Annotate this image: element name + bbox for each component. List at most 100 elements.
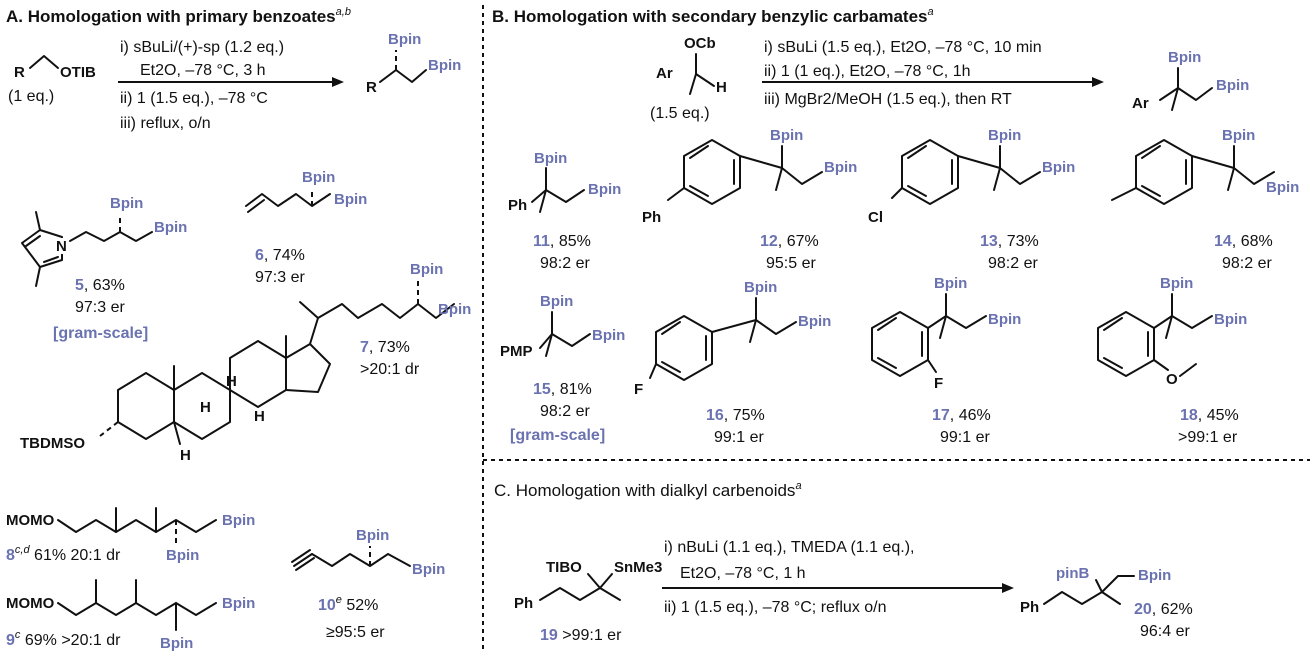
panel-c-starting-material: Ph TIBO SnMe3 19 >99:1 er — [514, 559, 662, 644]
compound-8: MOMO Bpin Bpin 8c,d 61% 20:1 dr — [6, 507, 255, 564]
svg-text:R: R — [14, 64, 25, 81]
svg-text:ii) 1 (1.5 eq.), –78 °C; reflu: ii) 1 (1.5 eq.), –78 °C; reflux o/n — [664, 599, 887, 616]
compound-5: N Bpin Bpin 5, 63% 97:3 er [gram-scale] — [21, 195, 187, 342]
svg-text:PMP: PMP — [500, 343, 533, 360]
svg-text:H: H — [254, 408, 265, 425]
svg-text:Et2O, –78 °C, 3 h: Et2O, –78 °C, 3 h — [140, 62, 266, 79]
svg-text:10e 52%: 10e 52% — [318, 594, 378, 614]
svg-text:Bpin: Bpin — [1266, 179, 1299, 196]
svg-text:98:2 er: 98:2 er — [1222, 255, 1272, 272]
compound-12: Ph Bpin Bpin 12, 67% 95:5 er — [642, 127, 857, 272]
oxygen-atom: O — [1166, 371, 1178, 388]
svg-text:i) sBuLi/(+)-sp (1.2 eq.): i) sBuLi/(+)-sp (1.2 eq.) — [120, 39, 284, 56]
svg-text:Bpin: Bpin — [1138, 567, 1171, 584]
svg-text:H: H — [226, 373, 237, 390]
panel-a-product: R Bpin Bpin — [366, 31, 461, 96]
panel-a-conditions: i) sBuLi/(+)-sp (1.2 eq.) Et2O, –78 °C, … — [118, 39, 344, 132]
svg-text:Bpin: Bpin — [110, 195, 143, 212]
svg-text:Bpin: Bpin — [592, 327, 625, 344]
svg-text:pinB: pinB — [1056, 565, 1089, 582]
svg-text:97:3 er: 97:3 er — [75, 299, 125, 316]
compound-6: Bpin Bpin 6, 74% 97:3 er — [245, 169, 367, 286]
svg-text:Bpin: Bpin — [302, 169, 335, 186]
svg-text:Bpin: Bpin — [534, 150, 567, 167]
svg-text:Bpin: Bpin — [1216, 77, 1249, 94]
svg-text:Bpin: Bpin — [412, 561, 445, 578]
svg-text:N: N — [56, 238, 67, 255]
svg-text:7, 73%: 7, 73% — [360, 339, 410, 356]
svg-text:H: H — [200, 399, 211, 416]
svg-text:F: F — [934, 375, 943, 392]
svg-text:SnMe3: SnMe3 — [614, 559, 662, 576]
svg-text:Bpin: Bpin — [798, 313, 831, 330]
svg-text:OTIB: OTIB — [60, 64, 96, 81]
compound-10: Bpin Bpin 10e 52% ≥95:5 er — [291, 527, 445, 641]
panel-c-header: C. Homologation with dialkyl carbenoidsa — [494, 480, 802, 500]
svg-text:MOMO: MOMO — [6, 595, 55, 612]
panel-c: C. Homologation with dialkyl carbenoidsa… — [494, 480, 1193, 644]
svg-text:Bpin: Bpin — [154, 219, 187, 236]
svg-text:(1.5 eq.): (1.5 eq.) — [650, 105, 710, 122]
svg-text:9c 69% >20:1 dr: 9c 69% >20:1 dr — [6, 629, 121, 649]
svg-text:i) sBuLi (1.5 eq.), Et2O, –78: i) sBuLi (1.5 eq.), Et2O, –78 °C, 10 min — [764, 39, 1042, 56]
svg-text:6, 74%: 6, 74% — [255, 247, 305, 264]
svg-text:Bpin: Bpin — [166, 547, 199, 564]
svg-text:98:2 er: 98:2 er — [540, 255, 590, 272]
svg-text:Bpin: Bpin — [438, 301, 471, 318]
svg-text:Bpin: Bpin — [428, 57, 461, 74]
compound-9: MOMO Bpin Bpin 9c 69% >20:1 dr — [6, 579, 255, 652]
svg-text:98:2 er: 98:2 er — [540, 403, 590, 420]
svg-text:Bpin: Bpin — [356, 527, 389, 544]
svg-text:20, 62%: 20, 62% — [1134, 601, 1193, 618]
compound-7: Bpin Bpin H H H H TBDMSO 7, 73% >20:1 dr — [20, 261, 471, 464]
svg-text:96:4 er: 96:4 er — [1140, 623, 1190, 640]
svg-text:Bpin: Bpin — [160, 635, 193, 652]
svg-text:Ar: Ar — [1132, 95, 1149, 112]
svg-text:Bpin: Bpin — [934, 275, 967, 292]
svg-text:iii) reflux, o/n: iii) reflux, o/n — [120, 115, 211, 132]
svg-text:15, 81%: 15, 81% — [533, 381, 592, 398]
compound-13: Cl Bpin Bpin 13, 73% 98:2 er — [868, 127, 1075, 272]
svg-text:95:5 er: 95:5 er — [766, 255, 816, 272]
svg-text:>99:1 er: >99:1 er — [1178, 429, 1238, 446]
compound-11: Ph Bpin Bpin 11, 85% 98:2 er — [508, 150, 621, 272]
svg-text:Ph: Ph — [508, 197, 527, 214]
svg-text:i) nBuLi (1.1 eq.), TMEDA (1.1: i) nBuLi (1.1 eq.), TMEDA (1.1 eq.), — [664, 539, 914, 556]
svg-text:Bpin: Bpin — [824, 159, 857, 176]
svg-text:ii) 1 (1 eq.), Et2O, –78 °C, 1: ii) 1 (1 eq.), Et2O, –78 °C, 1h — [764, 63, 971, 80]
svg-text:iii) MgBr2/MeOH (1.5 eq.), the: iii) MgBr2/MeOH (1.5 eq.), then RT — [764, 91, 1012, 108]
svg-text:Bpin: Bpin — [1168, 49, 1201, 66]
svg-text:97:3 er: 97:3 er — [255, 269, 305, 286]
svg-text:Bpin: Bpin — [222, 595, 255, 612]
svg-text:17, 46%: 17, 46% — [932, 407, 991, 424]
svg-text:R: R — [366, 79, 377, 96]
svg-text:Ph: Ph — [1020, 599, 1039, 616]
svg-text:13, 73%: 13, 73% — [980, 233, 1039, 250]
svg-text:18, 45%: 18, 45% — [1180, 407, 1239, 424]
svg-text:Bpin: Bpin — [410, 261, 443, 278]
panel-c-conditions: i) nBuLi (1.1 eq.), TMEDA (1.1 eq.), Et2… — [662, 539, 1014, 616]
compound-14: Bpin Bpin 14, 68% 98:2 er — [1111, 127, 1299, 272]
panel-a-header: A. Homologation with primary benzoatesa,… — [6, 6, 351, 26]
svg-text:Et2O, –78 °C, 1 h: Et2O, –78 °C, 1 h — [680, 565, 806, 582]
svg-text:98:2 er: 98:2 er — [988, 255, 1038, 272]
svg-text:TBDMSO: TBDMSO — [20, 435, 85, 452]
svg-text:ii) 1 (1.5 eq.), –78 °C: ii) 1 (1.5 eq.), –78 °C — [120, 90, 268, 107]
svg-text:Ph: Ph — [514, 595, 533, 612]
panel-b-conditions: i) sBuLi (1.5 eq.), Et2O, –78 °C, 10 min… — [762, 39, 1104, 108]
svg-text:H: H — [180, 447, 191, 464]
svg-text:Bpin: Bpin — [1160, 275, 1193, 292]
svg-text:12, 67%: 12, 67% — [760, 233, 819, 250]
svg-text:Bpin: Bpin — [540, 293, 573, 310]
svg-text:99:1 er: 99:1 er — [940, 429, 990, 446]
svg-text:11, 85%: 11, 85% — [533, 233, 591, 250]
svg-text:Bpin: Bpin — [1042, 159, 1075, 176]
svg-text:5, 63%: 5, 63% — [75, 277, 125, 294]
svg-text:Ph: Ph — [642, 209, 661, 226]
svg-text:Ar: Ar — [656, 65, 673, 82]
svg-text:Cl: Cl — [868, 209, 883, 226]
compound-16: F Bpin Bpin 16, 75% 99:1 er — [634, 279, 831, 446]
svg-text:Bpin: Bpin — [1222, 127, 1255, 144]
panel-b: B. Homologation with secondary benzylic … — [492, 6, 1299, 446]
